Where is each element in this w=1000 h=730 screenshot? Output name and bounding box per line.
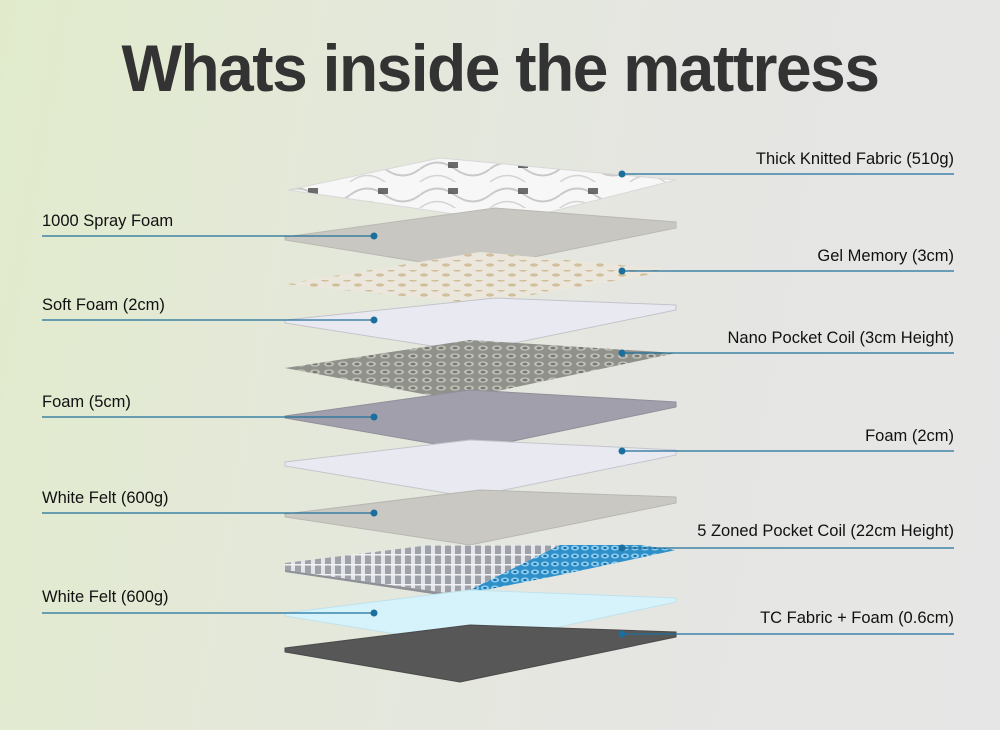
label-nano-pocket-coil: Nano Pocket Coil (3cm Height): [727, 329, 954, 347]
layer-nano-pocket-coil: [285, 340, 676, 400]
layer-gel-memory: [285, 252, 676, 304]
label-soft-foam: Soft Foam (2cm): [42, 296, 165, 314]
leader-lines-left: [42, 232, 378, 617]
label-foam-2cm: Foam (2cm): [865, 427, 954, 445]
layer-tc-fabric-foam: [284, 624, 677, 683]
layer-white-felt-upper: [284, 489, 677, 546]
label-spray-foam: 1000 Spray Foam: [42, 212, 174, 230]
layer-soft-foam: [284, 297, 677, 353]
layer-foam-5cm: [284, 389, 677, 451]
label-gel-memory: Gel Memory (3cm): [817, 247, 954, 265]
layer-foam-2cm: [284, 439, 677, 498]
layer-knitted-fabric: [287, 157, 677, 223]
layer-white-felt-lower: [284, 589, 677, 647]
layer-5-zoned-pocket-coil: [285, 545, 676, 598]
label-tc-fabric-foam: TC Fabric + Foam (0.6cm): [760, 609, 954, 627]
label-white-felt-upper: White Felt (600g): [42, 489, 169, 507]
label-5-zoned-pocket-coil: 5 Zoned Pocket Coil (22cm Height): [697, 522, 954, 540]
label-white-felt-lower: White Felt (600g): [42, 588, 169, 606]
label-foam-5cm: Foam (5cm): [42, 393, 131, 411]
layer-spray-foam: [284, 207, 677, 271]
page-title: Whats inside the mattress: [121, 31, 880, 105]
label-knitted-fabric: Thick Knitted Fabric (510g): [755, 150, 954, 168]
leader-lines-right: [618, 170, 954, 638]
